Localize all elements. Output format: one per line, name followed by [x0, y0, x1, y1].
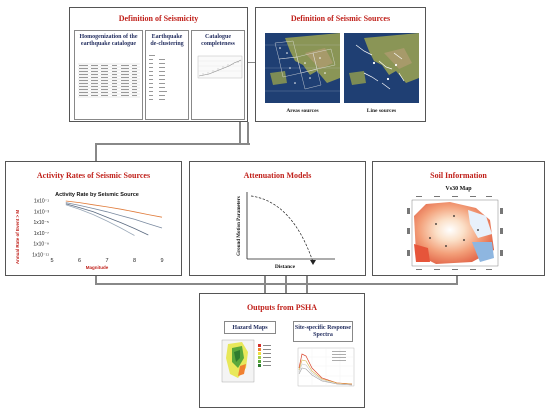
activity-chart: Activity Rate by Seismic Source Annual R…: [15, 192, 164, 270]
declustering-panel: Earthquake de-clustering: [145, 30, 189, 120]
sources-box: Definition of Seismic Sources: [255, 7, 426, 122]
connector: [95, 283, 458, 285]
x-tick-label: 9: [160, 258, 163, 264]
line-sources-caption: Line sources: [366, 108, 397, 114]
attenuation-plot: Ground Motion Parameters Distance: [237, 192, 335, 270]
y-tick-label: 1x10⁻³: [34, 209, 49, 215]
vs30-map-title: Vs30 Map: [445, 186, 472, 192]
connector: [95, 143, 250, 145]
attenuation-curve: [250, 195, 314, 263]
sources-title: Definition of Seismic Sources: [290, 14, 391, 23]
homogenization-panel: Homogenization of the earthquake catalog…: [74, 30, 143, 120]
connector: [239, 122, 241, 144]
connector: [95, 143, 97, 161]
line-sources-map: [344, 33, 419, 103]
outputs-box: Outputs from PSHA Hazard Maps Site-speci…: [199, 293, 365, 408]
y-tick-label: 1x10⁻⁵: [33, 220, 49, 226]
catalogue-table: [78, 63, 140, 98]
completeness-label: Catalogue completeness: [201, 34, 235, 47]
response-spectra-label-box: Site-specific Response Spectra: [293, 321, 353, 342]
hazard-map-thumbnail: [221, 339, 271, 383]
attenuation-box: Attenuation Models Ground Motion Paramet…: [189, 161, 366, 276]
completeness-plot: [197, 55, 243, 79]
declustering-table: [149, 55, 167, 100]
activity-box: Activity Rates of Seismic Sources Activi…: [5, 161, 182, 276]
x-tick-label: 5: [50, 258, 53, 264]
series-line: [65, 200, 163, 218]
seismicity-title: Definition of Seismicity: [118, 14, 199, 23]
completeness-panel: Catalogue completeness: [191, 30, 245, 120]
area-sources-caption: Areas sources: [286, 108, 319, 114]
outputs-title: Outputs from PSHA: [246, 303, 318, 312]
soil-box: Soil Information Vs30 Map: [372, 161, 545, 276]
attenuation-title: Attenuation Models: [243, 171, 312, 180]
area-sources-map: [265, 33, 340, 103]
activity-title: Activity Rates of Seismic Sources: [36, 171, 151, 180]
response-spectra-thumbnail: [297, 347, 355, 387]
hazard-maps-label-box: Hazard Maps: [224, 321, 276, 334]
curve-arrowhead: [310, 260, 316, 265]
x-axis-label: Distance: [275, 264, 296, 270]
y-axis-label: Annual Rate of Event > M: [15, 210, 20, 264]
x-tick-label: 6: [78, 258, 81, 264]
seismicity-box: Definition of Seismicity Homogenization …: [69, 7, 248, 122]
series-line: [65, 203, 149, 236]
x-tick-label: 8: [133, 258, 136, 264]
soil-title: Soil Information: [430, 171, 487, 180]
series-line: [65, 202, 163, 229]
connector: [456, 276, 458, 284]
series-line: [65, 204, 135, 236]
y-tick-label: 1x10⁻⁹: [33, 242, 49, 248]
chart-title: Activity Rate by Seismic Source: [55, 192, 139, 198]
x-axis-label: Magnitude: [86, 265, 109, 270]
connector: [246, 62, 255, 63]
hazard-maps-label: Hazard Maps: [232, 325, 268, 331]
y-axis-label: Ground Motion Parameters: [237, 196, 242, 256]
declustering-label: Earthquake de-clustering: [150, 34, 184, 47]
homogenization-label: Homogenization of the earthquake catalog…: [79, 34, 138, 47]
response-spectra-label: Site-specific Response Spectra: [294, 325, 352, 338]
y-tick-label: 1x10⁻⁷: [34, 231, 49, 237]
connector: [95, 276, 97, 284]
y-tick-label: 1x10⁻¹¹: [32, 253, 49, 259]
y-tick-label: 1x10⁻¹: [34, 199, 49, 205]
x-tick-label: 7: [105, 258, 108, 264]
vs30-map: [407, 196, 503, 270]
connector: [247, 122, 249, 144]
